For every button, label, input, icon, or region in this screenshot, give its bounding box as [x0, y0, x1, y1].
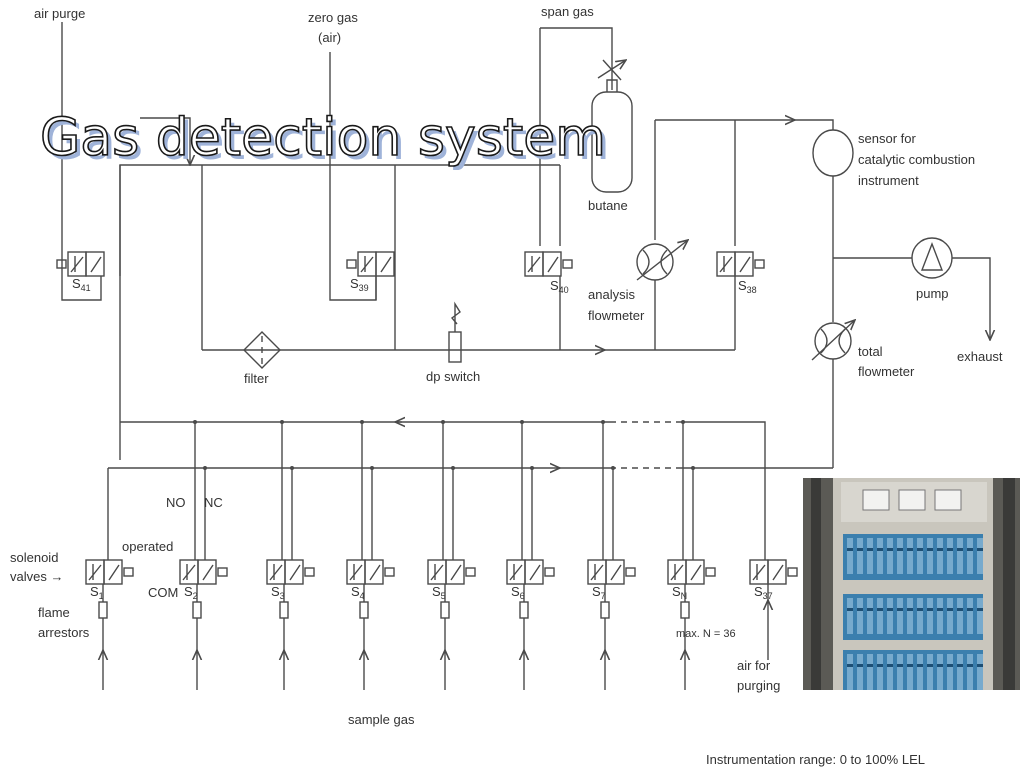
- total-flowmeter-label: flowmeter: [858, 364, 915, 379]
- valve-label-s41-sub: 41: [81, 283, 91, 293]
- solenoid-valve-9: [749, 559, 798, 585]
- valve-label-s40: S40: [550, 278, 569, 295]
- solenoid-valve-8: [667, 559, 716, 585]
- cabinet-photo-drawing: [803, 478, 1020, 690]
- top-solenoid-valve-38: [716, 251, 765, 277]
- valve-label-s5: S5: [432, 584, 446, 601]
- analysis-label: analysis: [588, 287, 635, 302]
- exhaust-label: exhaust: [957, 349, 1003, 364]
- valve-label-s4-sub: 4: [360, 591, 365, 601]
- slide-title-shadow: Gas detection system: [44, 112, 610, 172]
- solenoid-valve-3: [266, 559, 315, 585]
- sensor-label-line3: instrument: [858, 173, 919, 188]
- com-label: COM: [148, 585, 178, 600]
- valve-label-s7-sub: 7: [601, 591, 606, 601]
- valve-label-s6-sub: 6: [520, 591, 525, 601]
- valve-label-s37: S37: [754, 584, 773, 601]
- solenoid-valve-1: [85, 559, 134, 585]
- sensor-label-line2: catalytic combustion: [858, 152, 975, 167]
- valve-label-s7: S7: [592, 584, 606, 601]
- valve-label-s5-sub: 5: [441, 591, 446, 601]
- solenoid-valve-4: [346, 559, 395, 585]
- air-for-label: air for: [737, 658, 771, 673]
- valve-label-s6: S6: [511, 584, 525, 601]
- valve-label-s41: S41: [72, 276, 91, 293]
- zero-gas-air-label: (air): [318, 30, 341, 45]
- valve-label-s3: S3: [271, 584, 285, 601]
- arrestors-label: arrestors: [38, 625, 90, 640]
- valve-label-s38: S38: [738, 278, 757, 295]
- instrumentation-range-label: Instrumentation range: 0 to 100% LEL: [706, 752, 925, 767]
- solenoid-label: solenoid: [10, 550, 58, 565]
- sample-gas-label: sample gas: [348, 712, 415, 727]
- filter-symbol: [243, 331, 281, 369]
- span-gas-label: span gas: [541, 4, 594, 19]
- sensor-label-line1: sensor for: [858, 131, 916, 146]
- no-label: NO: [166, 495, 186, 510]
- dp-switch-symbol: [448, 331, 462, 363]
- dp-switch-label: dp switch: [426, 369, 480, 384]
- top-solenoid-valve-41: [56, 251, 105, 277]
- top-solenoid-valve-40: [524, 251, 573, 277]
- solenoid-valve-5: [427, 559, 476, 585]
- valve-label-s1-sub: 1: [99, 591, 104, 601]
- top-solenoid-valve-39: [346, 251, 395, 277]
- purging-label: purging: [737, 678, 780, 693]
- flame-label: flame: [38, 605, 70, 620]
- zero-gas-label: zero gas: [308, 10, 358, 25]
- butane-label: butane: [588, 198, 628, 213]
- air-purge-label: air purge: [34, 6, 85, 21]
- solenoid-valve-2: [179, 559, 228, 585]
- solenoid-valve-7: [587, 559, 636, 585]
- valve-label-s39-sub: 39: [359, 283, 369, 293]
- analysis-flowmeter-label: flowmeter: [588, 308, 645, 323]
- filter-label: filter: [244, 371, 269, 386]
- valve-label-s2-sub: 2: [193, 591, 198, 601]
- nc-label: NC: [204, 495, 223, 510]
- valve-label-sn-sub: N: [681, 591, 688, 601]
- operated-label: operated: [122, 539, 173, 554]
- total-label: total: [858, 344, 883, 359]
- valve-label-sn: SN: [672, 584, 687, 601]
- sensor-symbol: [812, 129, 854, 177]
- slide-title-wrap: Gas detection system Gas detection syste…: [39, 107, 610, 172]
- butane-cylinder: [591, 91, 633, 193]
- valve-label-s39: S39: [350, 276, 369, 293]
- valves-label: valves →: [10, 569, 63, 584]
- valve-label-s40-sub: 40: [559, 285, 569, 295]
- solenoid-valve-6: [506, 559, 555, 585]
- valve-label-s38-sub: 38: [747, 285, 757, 295]
- slide-title: Gas detection system: [39, 107, 606, 169]
- analysis-flowmeter-symbol: [636, 243, 674, 281]
- valve-label-s1: S1: [90, 584, 104, 601]
- pump-label: pump: [916, 286, 949, 301]
- valve-label-s4: S4: [351, 584, 365, 601]
- max-n-label: max. N = 36: [676, 628, 736, 640]
- valve-label-s2: S2: [184, 584, 198, 601]
- gas-detector-cabinet-photo: [803, 478, 1020, 690]
- valve-label-s3-sub: 3: [280, 591, 285, 601]
